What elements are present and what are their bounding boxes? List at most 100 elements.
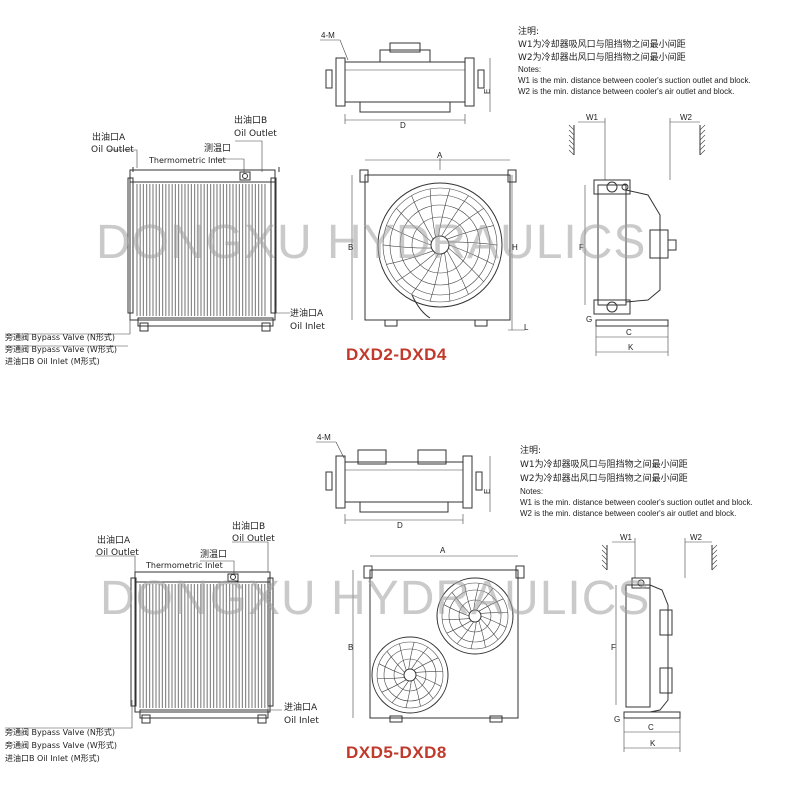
dim-a: A xyxy=(437,151,443,160)
wall-hatch xyxy=(711,559,718,566)
wall-hatch xyxy=(568,124,575,131)
fan-blade xyxy=(396,252,436,282)
dim-w1-2: W1 xyxy=(620,533,633,542)
thermometric-inlet-en: Thermometric Inlet xyxy=(148,156,226,165)
dim-k-2: K xyxy=(650,739,656,748)
oil-outlet-b-en: Oil Outlet xyxy=(234,129,277,139)
dim-w1: W1 xyxy=(586,113,599,122)
fan-blade xyxy=(386,651,405,673)
cooler-front-view-2 xyxy=(5,541,282,729)
fan-blade xyxy=(476,588,494,611)
fan-blade xyxy=(473,583,480,611)
bypass-valve-w-2: 旁通阀 Bypass Valve (W形式) xyxy=(5,740,117,750)
oil-outlet-b-cn-2: 出油口B xyxy=(232,520,265,532)
wall-hatch xyxy=(568,134,575,141)
fan-blade xyxy=(448,247,484,282)
wall-hatch xyxy=(568,144,575,151)
wall-hatch xyxy=(568,139,575,146)
wall-hatch xyxy=(568,149,575,156)
wall-hatch xyxy=(601,549,608,556)
wall-hatch xyxy=(711,564,718,571)
fan-blade xyxy=(446,250,469,295)
fan-blade xyxy=(415,671,443,673)
dim-d-2: D xyxy=(397,521,403,530)
fan-blade xyxy=(446,225,494,240)
fan-blade xyxy=(396,208,432,243)
fan-blade xyxy=(413,657,439,671)
oil-inlet-a-cn: 进油口A xyxy=(290,307,324,319)
oil-inlet-a-en: Oil Inlet xyxy=(290,322,325,332)
fan-blade xyxy=(444,252,451,302)
fan-blade xyxy=(411,253,439,295)
watermark-bottom: DONGXU HYDRAULICS xyxy=(100,572,650,625)
dim-4m: 4-M xyxy=(321,31,335,40)
oil-outlet-a-en-2: Oil Outlet xyxy=(96,548,139,558)
dim-g-2: G xyxy=(614,715,620,724)
oil-inlet-b: 进油口B Oil Inlet (M形式) xyxy=(5,356,100,366)
wall-hatch xyxy=(699,149,706,156)
fan-blade xyxy=(408,642,415,670)
cooler-top-view-2 xyxy=(316,441,491,524)
fan-blade xyxy=(446,620,472,634)
fan-blade xyxy=(438,188,451,237)
thermometric-inlet-cn: 测温口 xyxy=(204,143,231,154)
fan-blade xyxy=(441,195,469,237)
fan-blade xyxy=(411,195,434,240)
bypass-valve-n: 旁通阀 Bypass Valve (N形式) xyxy=(5,332,115,342)
fan-blade xyxy=(429,188,436,238)
fan-blade xyxy=(448,244,494,265)
fan-blade xyxy=(411,647,429,670)
notes-title-cn-2: 注明: xyxy=(520,444,541,456)
note-w1-en-2: W1 is the min. distance between cooler's… xyxy=(520,498,753,507)
fan-blade xyxy=(399,643,407,671)
note-w2-en: W2 is the min. distance between cooler's… xyxy=(518,87,734,96)
fan-blade xyxy=(478,598,504,612)
watermark-top: DONGXU HYDRAULICS xyxy=(96,216,646,269)
dim-l: L xyxy=(524,323,529,332)
dim-f: F xyxy=(579,243,584,252)
fan-blade xyxy=(386,250,434,265)
dim-w2: W2 xyxy=(680,113,693,122)
fan-blade xyxy=(391,680,409,703)
fan-blade xyxy=(415,677,434,699)
dim-f-2: F xyxy=(611,643,616,652)
wall-hatch xyxy=(711,554,718,561)
note-w2-cn-2: W2为冷却器出风口与阻挡物之间最小间距 xyxy=(520,472,688,484)
fan-blade xyxy=(415,674,442,687)
dim-a-2: A xyxy=(440,546,446,555)
fan-blade xyxy=(480,618,499,640)
wall-hatch xyxy=(711,544,718,551)
note-w1-en: W1 is the min. distance between cooler's… xyxy=(518,76,751,85)
note-w2-cn: W2为冷却器出风口与阻挡物之间最小间距 xyxy=(518,51,686,63)
notes-title-cn: 注明: xyxy=(518,25,539,37)
wall-hatch xyxy=(699,139,706,146)
fan-blade xyxy=(378,663,405,676)
cooler-top-view xyxy=(320,39,491,124)
fan-blade xyxy=(470,621,477,649)
oil-outlet-b-cn: 出油口B xyxy=(234,114,267,126)
oil-inlet-a-cn-2: 进油口A xyxy=(284,701,318,713)
fan-blade xyxy=(377,677,405,679)
fan-blade xyxy=(382,244,432,249)
fan-blade xyxy=(429,253,442,302)
wall-hatch xyxy=(568,129,575,136)
fan-blade xyxy=(464,584,472,612)
fan-blade xyxy=(448,241,498,246)
dim-h: H xyxy=(512,243,518,252)
wall-hatch xyxy=(601,544,608,551)
diagram-2: 出油口A Oil Outlet 出油口B Oil Outlet 测温口 Ther… xyxy=(5,433,753,763)
dim-c-2: C xyxy=(648,723,654,732)
oil-inlet-a-en-2: Oil Inlet xyxy=(284,716,319,726)
thermometric-inlet-cn-2: 测温口 xyxy=(200,549,227,560)
fan-blade xyxy=(451,592,470,614)
fan-blade xyxy=(444,208,484,238)
wall-hatch xyxy=(601,559,608,566)
fan-blade xyxy=(480,612,508,614)
notes-title-en-2: Notes: xyxy=(520,487,543,496)
wall-hatch xyxy=(601,554,608,561)
notes-title-en: Notes: xyxy=(518,65,541,74)
oil-inlet-b-2: 进油口B Oil Inlet (M形式) xyxy=(5,753,100,763)
dim-g: G xyxy=(586,315,592,324)
diagram-1: 出油口A Oil Outlet 出油口B Oil Outlet 测温口 Ther… xyxy=(5,25,751,366)
oil-outlet-a-cn: 出油口A xyxy=(92,131,126,143)
